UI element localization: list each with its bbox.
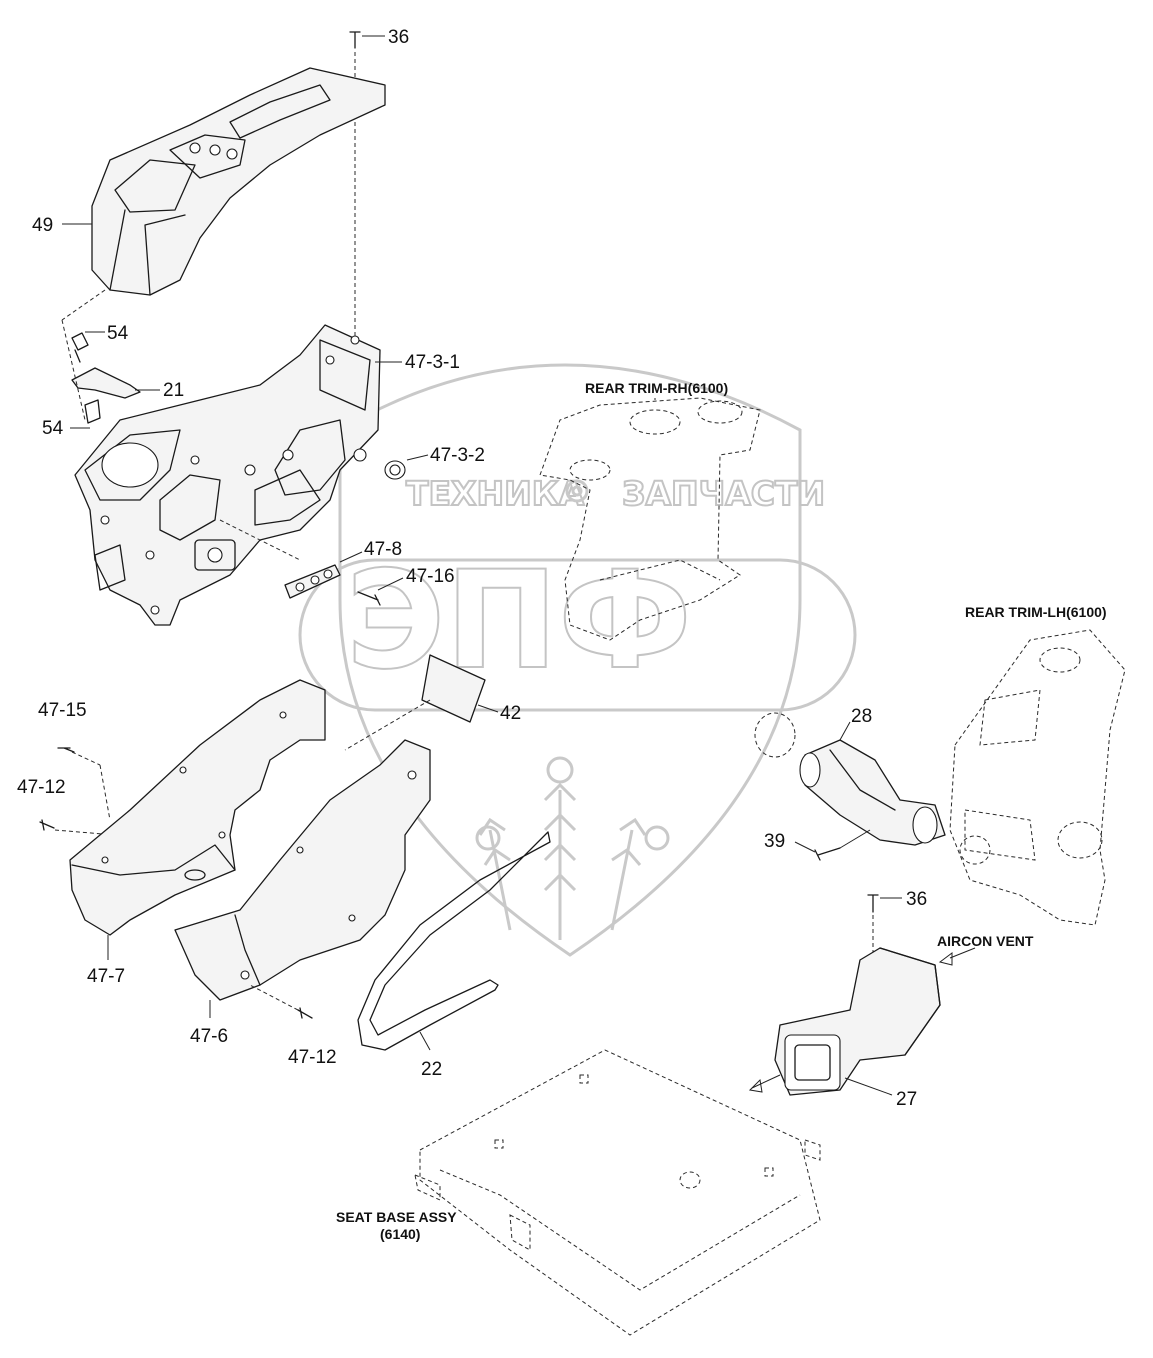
side-cover-47-7 (69, 679, 326, 960)
callout-21: 21 (163, 380, 184, 401)
callout-47-6: 47-6 (190, 1026, 228, 1047)
callout-49: 49 (32, 215, 53, 236)
callout-47-8: 47-8 (364, 539, 402, 560)
watermark-right-text: ЗАПЧАСТИ (622, 474, 825, 513)
callout-47-12-left: 47-12 (17, 777, 66, 798)
label-seat-base-code: (6140) (380, 1226, 420, 1242)
screw-39 (794, 829, 871, 861)
callout-28: 28 (851, 706, 872, 727)
callout-54-bottom: 54 (42, 418, 64, 439)
callout-47-12-bottom: 47-12 (288, 1047, 337, 1068)
seal-strip-22 (357, 831, 551, 1051)
label-rear-trim-rh: REAR TRIM-RH(6100) (585, 380, 728, 396)
callout-47-7: 47-7 (87, 966, 125, 987)
callout-39: 39 (764, 831, 785, 852)
callout-22: 22 (421, 1059, 442, 1080)
aircon-vent-27 (748, 947, 976, 1096)
callout-27: 27 (896, 1089, 917, 1110)
callout-labels: 36 49 54 21 54 47-3-1 47-3-2 47-8 47-16 … (17, 27, 927, 1110)
plate-47-8 (284, 551, 363, 599)
label-rear-trim-lh: REAR TRIM-LH(6100) (965, 604, 1107, 620)
seat-base-reference (414, 1049, 821, 1336)
bracket-21-and-bolts-54 (61, 319, 160, 429)
rear-trim-rh-reference (539, 397, 761, 641)
screw-47-16 (357, 577, 404, 606)
watermark-gear-icon (565, 479, 589, 503)
screw-36-top (349, 31, 385, 340)
console-cover-49 (61, 67, 386, 321)
callout-47-16: 47-16 (406, 566, 455, 587)
watermark-logo-text: ЭПФ (346, 542, 692, 699)
callout-42: 42 (500, 703, 521, 724)
grommet-47-3-2 (384, 454, 429, 480)
label-seat-base: SEAT BASE ASSY (336, 1209, 457, 1225)
watermark: ЭПФ ТЕХНИКА ЗАПЧАСТИ (298, 363, 857, 957)
callout-36-lower: 36 (906, 889, 927, 910)
callout-36-top: 36 (388, 27, 409, 48)
air-duct-28 (754, 712, 946, 846)
callout-47-3-2: 47-3-2 (430, 445, 485, 466)
callout-54-top: 54 (107, 323, 129, 344)
label-aircon-vent: AIRCON VENT (937, 933, 1034, 949)
reference-labels: REAR TRIM-RH(6100) REAR TRIM-LH(6100) AI… (336, 380, 1107, 1242)
watermark-oval (298, 558, 857, 712)
watermark-wheat-icon (475, 756, 670, 940)
watermark-left-text: ТЕХНИКА (406, 474, 585, 513)
rear-trim-lh-reference (949, 629, 1126, 926)
callout-47-15: 47-15 (38, 700, 87, 721)
callout-47-3-1: 47-3-1 (405, 352, 460, 373)
pad-42 (344, 654, 499, 751)
side-cover-47-6 (174, 739, 431, 1019)
console-frame-47-3-1 (74, 324, 402, 626)
